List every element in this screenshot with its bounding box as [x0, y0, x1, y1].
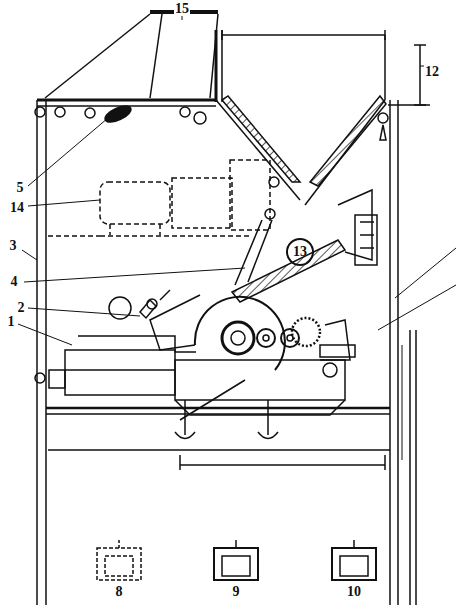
- callout-number: 1: [7, 315, 16, 329]
- callout-number: 15: [174, 2, 190, 16]
- callout-number: 2: [17, 301, 26, 315]
- callout-number: 14: [9, 201, 25, 215]
- callout-number: 10: [346, 585, 362, 599]
- callout-number: 12: [424, 65, 440, 79]
- callout-number: 8: [115, 585, 124, 599]
- callout-number: 3: [9, 239, 18, 253]
- callout-number: 5: [16, 181, 25, 195]
- callout-number: 9: [232, 585, 241, 599]
- callout-number: 4: [10, 275, 19, 289]
- callout-number: 13: [292, 245, 308, 259]
